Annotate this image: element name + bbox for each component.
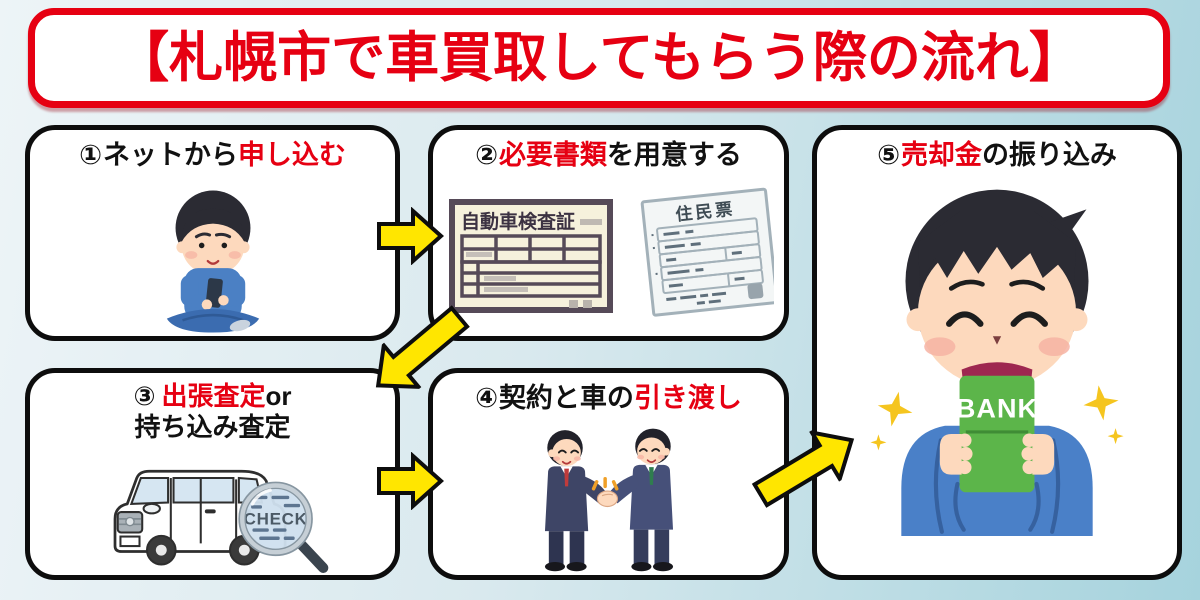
step5-number: ⑤ — [877, 140, 900, 170]
step4-number: ④ — [475, 383, 498, 413]
step1-number: ① — [79, 140, 102, 170]
step1-card: ①ネットから申し込む — [25, 125, 400, 341]
step3-heading-part-em: 出張査定 — [161, 381, 266, 411]
resident-record-icon: 住民票 — [640, 187, 774, 317]
arrow-step3-to-step4-icon — [377, 452, 445, 510]
documents-illustration: 自動車検査証 住民票 — [448, 187, 774, 317]
doc1-title: 自動車検査証 — [461, 210, 575, 233]
title-banner: 【札幌市で車買取してもらう際の流れ】 — [28, 8, 1170, 108]
step4-heading: ④契約と車の引き渡し — [475, 383, 742, 415]
step5-heading-part-em: 売却金 — [900, 140, 982, 170]
sparkle-icons — [870, 385, 1124, 451]
page-title: 【札幌市で車買取してもらう際の流れ】 — [115, 28, 1083, 88]
step4-heading-part-em: 引き渡し — [633, 383, 742, 413]
hands — [939, 433, 1055, 475]
step2-heading: ②必要書類を用意する — [475, 140, 742, 172]
step4-heading-part: 契約と車の — [498, 383, 634, 413]
step3-heading-line2: 持ち込み査定 — [133, 412, 291, 443]
step4-card: ④契約と車の引き渡し — [428, 368, 789, 580]
step3-heading-part: or — [265, 381, 292, 411]
sitting-person-icon — [166, 190, 259, 333]
step1-heading-part: ネットから — [102, 140, 238, 170]
emphasis-sparks-icon — [591, 476, 618, 491]
person-with-smartphone-illustration — [166, 190, 259, 333]
arrow-step2-to-step3-icon — [375, 305, 470, 389]
businessmen-handshake-illustration — [544, 428, 673, 572]
step5-heading: ⑤売却金の振り込み — [877, 140, 1117, 172]
bank-label: BANK — [956, 393, 1038, 423]
vehicle-inspection-certificate-icon: 自動車検査証 — [448, 198, 613, 313]
bankbook-icon: BANK — [956, 375, 1038, 493]
step3-heading-part: 持ち込み査定 — [134, 411, 291, 442]
person-with-bankbook-illustration: BANK — [870, 189, 1124, 536]
happy-person-icon: BANK — [870, 189, 1124, 536]
step3-number: ③ — [133, 381, 156, 411]
step1-heading: ①ネットから申し込む — [79, 140, 346, 172]
step5-heading-part: の振り込み — [981, 140, 1117, 170]
businessman-right-icon — [607, 428, 673, 572]
arrow-step1-to-step2-icon — [377, 207, 445, 265]
stamp-icon — [746, 283, 763, 299]
handshake-hands-icon — [596, 490, 618, 507]
magnifier-check-icon: CHECK — [237, 481, 328, 574]
step2-number: ② — [475, 140, 498, 170]
check-label: CHECK — [243, 510, 307, 529]
step1-heading-part-em: 申し込む — [237, 140, 346, 170]
step5-card: ⑤売却金の振り込み — [812, 125, 1182, 580]
arrow-step4-to-step5-icon — [751, 429, 855, 508]
step2-heading-part-em: 必要書類 — [498, 140, 607, 170]
step2-heading-part: を用意する — [606, 140, 742, 170]
car-with-check-magnifier-illustration: CHECK — [113, 470, 328, 574]
step2-card: ②必要書類を用意する 自動車検査証 — [428, 125, 789, 341]
